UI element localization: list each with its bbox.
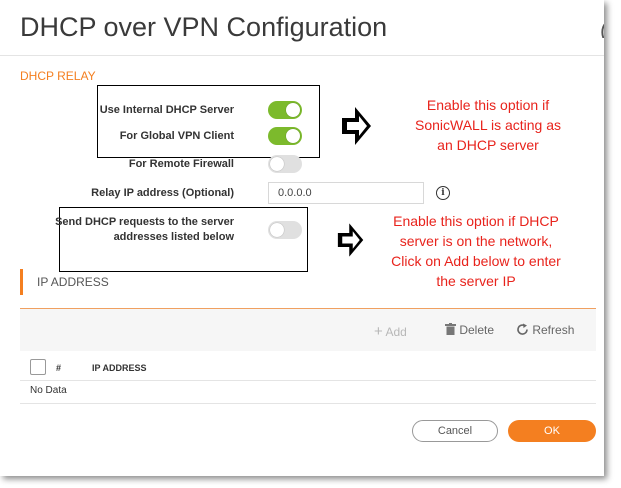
annotation-note-2: Enable this option if DHCP server is on … [376, 211, 576, 291]
refresh-label: Refresh [532, 323, 575, 337]
ok-button[interactable]: OK [508, 420, 596, 442]
arrow-right-icon [342, 107, 371, 145]
annotation-note-1: Enable this option if SonicWALL is actin… [388, 95, 588, 155]
trash-icon [445, 323, 456, 335]
table-toolbar [20, 309, 596, 351]
use-internal-dhcp-toggle[interactable] [268, 101, 302, 119]
dhcp-over-vpn-dialog: DHCP over VPN Configuration ( DHCP RELAY… [0, 12, 604, 442]
send-requests-label-line1: Send DHCP requests to the server [55, 216, 234, 228]
delete-button[interactable]: Delete [445, 323, 494, 337]
dialog-title: DHCP over VPN Configuration [20, 12, 388, 42]
refresh-icon [517, 323, 528, 335]
section-marker [20, 269, 23, 295]
annotation-line: server is on the network, [399, 233, 553, 249]
use-internal-dhcp-label: Use Internal DHCP Server [99, 104, 234, 116]
global-vpn-client-label: For Global VPN Client [119, 130, 234, 142]
annotation-line: SonicWALL is acting as [414, 117, 562, 133]
empty-table-text: No Data [30, 385, 67, 396]
column-header-index: # [56, 363, 62, 373]
annotation-line: Enable this option if DHCP [393, 213, 559, 229]
remote-firewall-toggle[interactable] [268, 155, 302, 173]
remote-firewall-label: For Remote Firewall [128, 158, 234, 170]
annotation-line: Enable this option if [426, 97, 550, 113]
column-header-ip-address: IP ADDRESS [92, 363, 147, 373]
divider [0, 55, 604, 56]
annotation-line: Click on Add below to enter [391, 253, 561, 269]
add-button[interactable]: + Add [374, 323, 407, 340]
divider [20, 403, 596, 404]
select-all-checkbox[interactable] [30, 359, 46, 375]
cancel-button[interactable]: Cancel [412, 420, 498, 442]
table-header [20, 354, 596, 381]
highlight-box-internal-server [97, 85, 320, 158]
global-vpn-client-toggle[interactable] [268, 127, 302, 145]
close-icon[interactable]: ( [600, 18, 604, 38]
plus-icon: + [374, 323, 383, 340]
relay-ip-input[interactable]: 0.0.0.0 [268, 182, 424, 204]
highlight-box-send-requests [59, 207, 308, 272]
send-requests-toggle[interactable] [268, 221, 302, 239]
refresh-button[interactable]: Refresh [516, 323, 574, 337]
info-icon[interactable]: i [436, 186, 450, 200]
section-ip-address: IP ADDRESS [37, 275, 109, 289]
annotation-line: an DHCP server [437, 137, 539, 153]
delete-label: Delete [459, 323, 495, 337]
add-label: Add [385, 325, 407, 339]
relay-ip-label: Relay IP address (Optional) [91, 187, 234, 199]
arrow-right-icon [337, 223, 364, 257]
section-dhcp-relay: DHCP RELAY [20, 69, 96, 83]
divider [20, 308, 596, 309]
annotation-line: the server IP [436, 273, 516, 289]
send-requests-label-line2: addresses listed below [113, 231, 234, 243]
